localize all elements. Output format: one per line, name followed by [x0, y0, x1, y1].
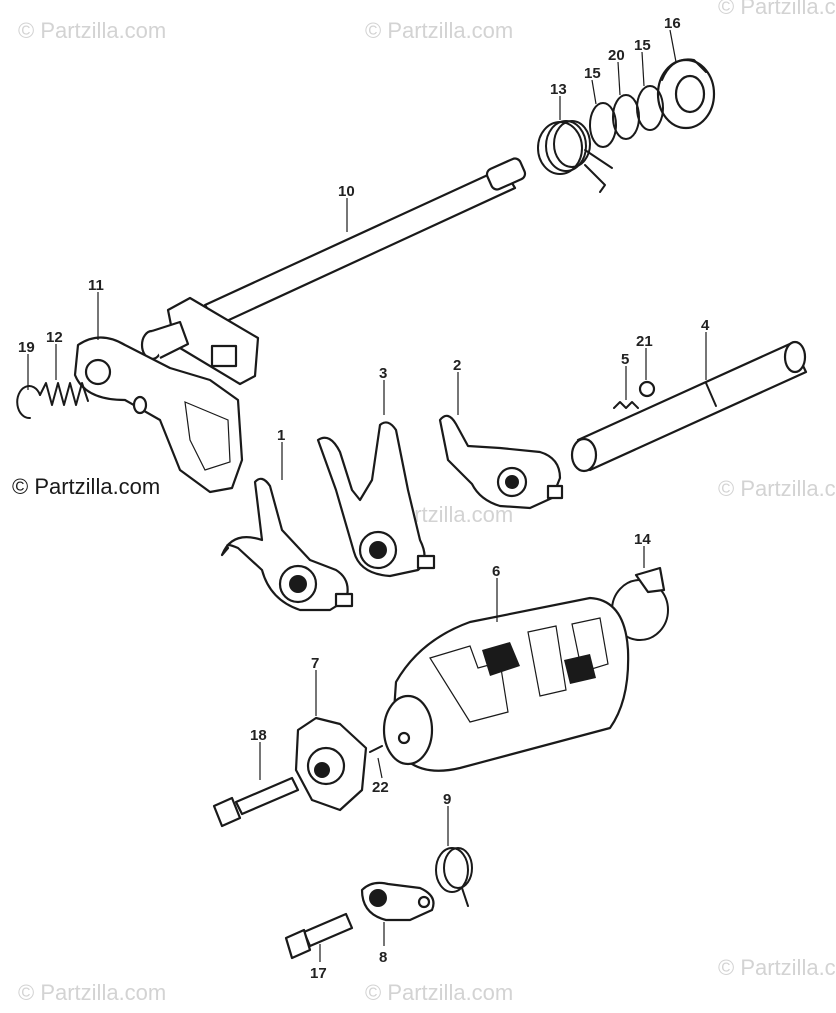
callout-4: 4	[701, 317, 710, 334]
callout-2: 2	[453, 357, 461, 374]
part-15-washer-outer[interactable]	[636, 85, 664, 131]
part-11-gearshift-arm[interactable]	[73, 336, 244, 494]
callout-6: 6	[492, 563, 500, 580]
callout-19: 19	[18, 339, 35, 356]
watermark-bottom-right: © Partzilla.com	[718, 955, 836, 980]
part-2-shift-fork[interactable]	[438, 414, 564, 510]
callout-3: 3	[379, 365, 387, 382]
copyright-label: © Partzilla.com	[12, 474, 161, 499]
part-21-ball[interactable]	[638, 380, 656, 398]
callout-21: 21	[636, 333, 653, 350]
part-3-shift-fork[interactable]	[316, 421, 436, 578]
part-9-stopper-spring[interactable]	[435, 847, 473, 907]
watermark-mid-right: © Partzilla.com	[718, 476, 836, 501]
callout-20: 20	[608, 47, 625, 64]
watermark-top-center: © Partzilla.com	[365, 18, 514, 43]
part-7-drum-center[interactable]	[294, 716, 368, 812]
part-6-shift-drum[interactable]	[382, 596, 630, 772]
callout-8: 8	[379, 949, 387, 966]
callout-13: 13	[550, 81, 567, 98]
watermark-top-right: © Partzilla.com	[718, 0, 836, 19]
part-20-circlip[interactable]	[612, 94, 640, 140]
part-13-return-spring[interactable]	[537, 120, 613, 193]
part-5-guide-pin[interactable]	[613, 401, 639, 409]
watermark-bottom-left: © Partzilla.com	[18, 980, 167, 1005]
part-8-stopper-arm[interactable]	[360, 881, 435, 922]
part-4-fork-shaft[interactable]	[570, 340, 808, 473]
callout-14: 14	[634, 531, 651, 548]
callout-17: 17	[310, 965, 327, 982]
callout-5: 5	[621, 351, 629, 368]
part-19-circlip[interactable]	[16, 385, 41, 420]
part-12-spring[interactable]	[39, 382, 89, 406]
part-1-shift-fork[interactable]	[220, 477, 354, 612]
leader-lines	[27, 29, 707, 962]
callout-9: 9	[443, 791, 451, 808]
callout-15-inner: 15	[584, 65, 601, 82]
callout-15-outer: 15	[634, 37, 651, 54]
callout-18: 18	[250, 727, 267, 744]
callout-7: 7	[311, 655, 319, 672]
callout-1: 1	[277, 427, 285, 444]
callout-10: 10	[338, 183, 355, 200]
part-15-washer-inner[interactable]	[589, 102, 617, 148]
part-10-gearshift-spindle[interactable]	[140, 157, 527, 386]
part-22-pin[interactable]	[369, 745, 383, 753]
callout-12: 12	[46, 329, 63, 346]
callout-11: 11	[88, 277, 104, 294]
watermark-top-left: © Partzilla.com	[18, 18, 167, 43]
part-17-bolt[interactable]	[284, 912, 354, 960]
callout-16: 16	[664, 15, 681, 32]
part-18-bolt[interactable]	[212, 776, 300, 828]
part-16-oil-seal[interactable]	[656, 58, 716, 130]
watermark-bottom-center: © Partzilla.com	[365, 980, 514, 1005]
callout-22: 22	[372, 779, 389, 796]
